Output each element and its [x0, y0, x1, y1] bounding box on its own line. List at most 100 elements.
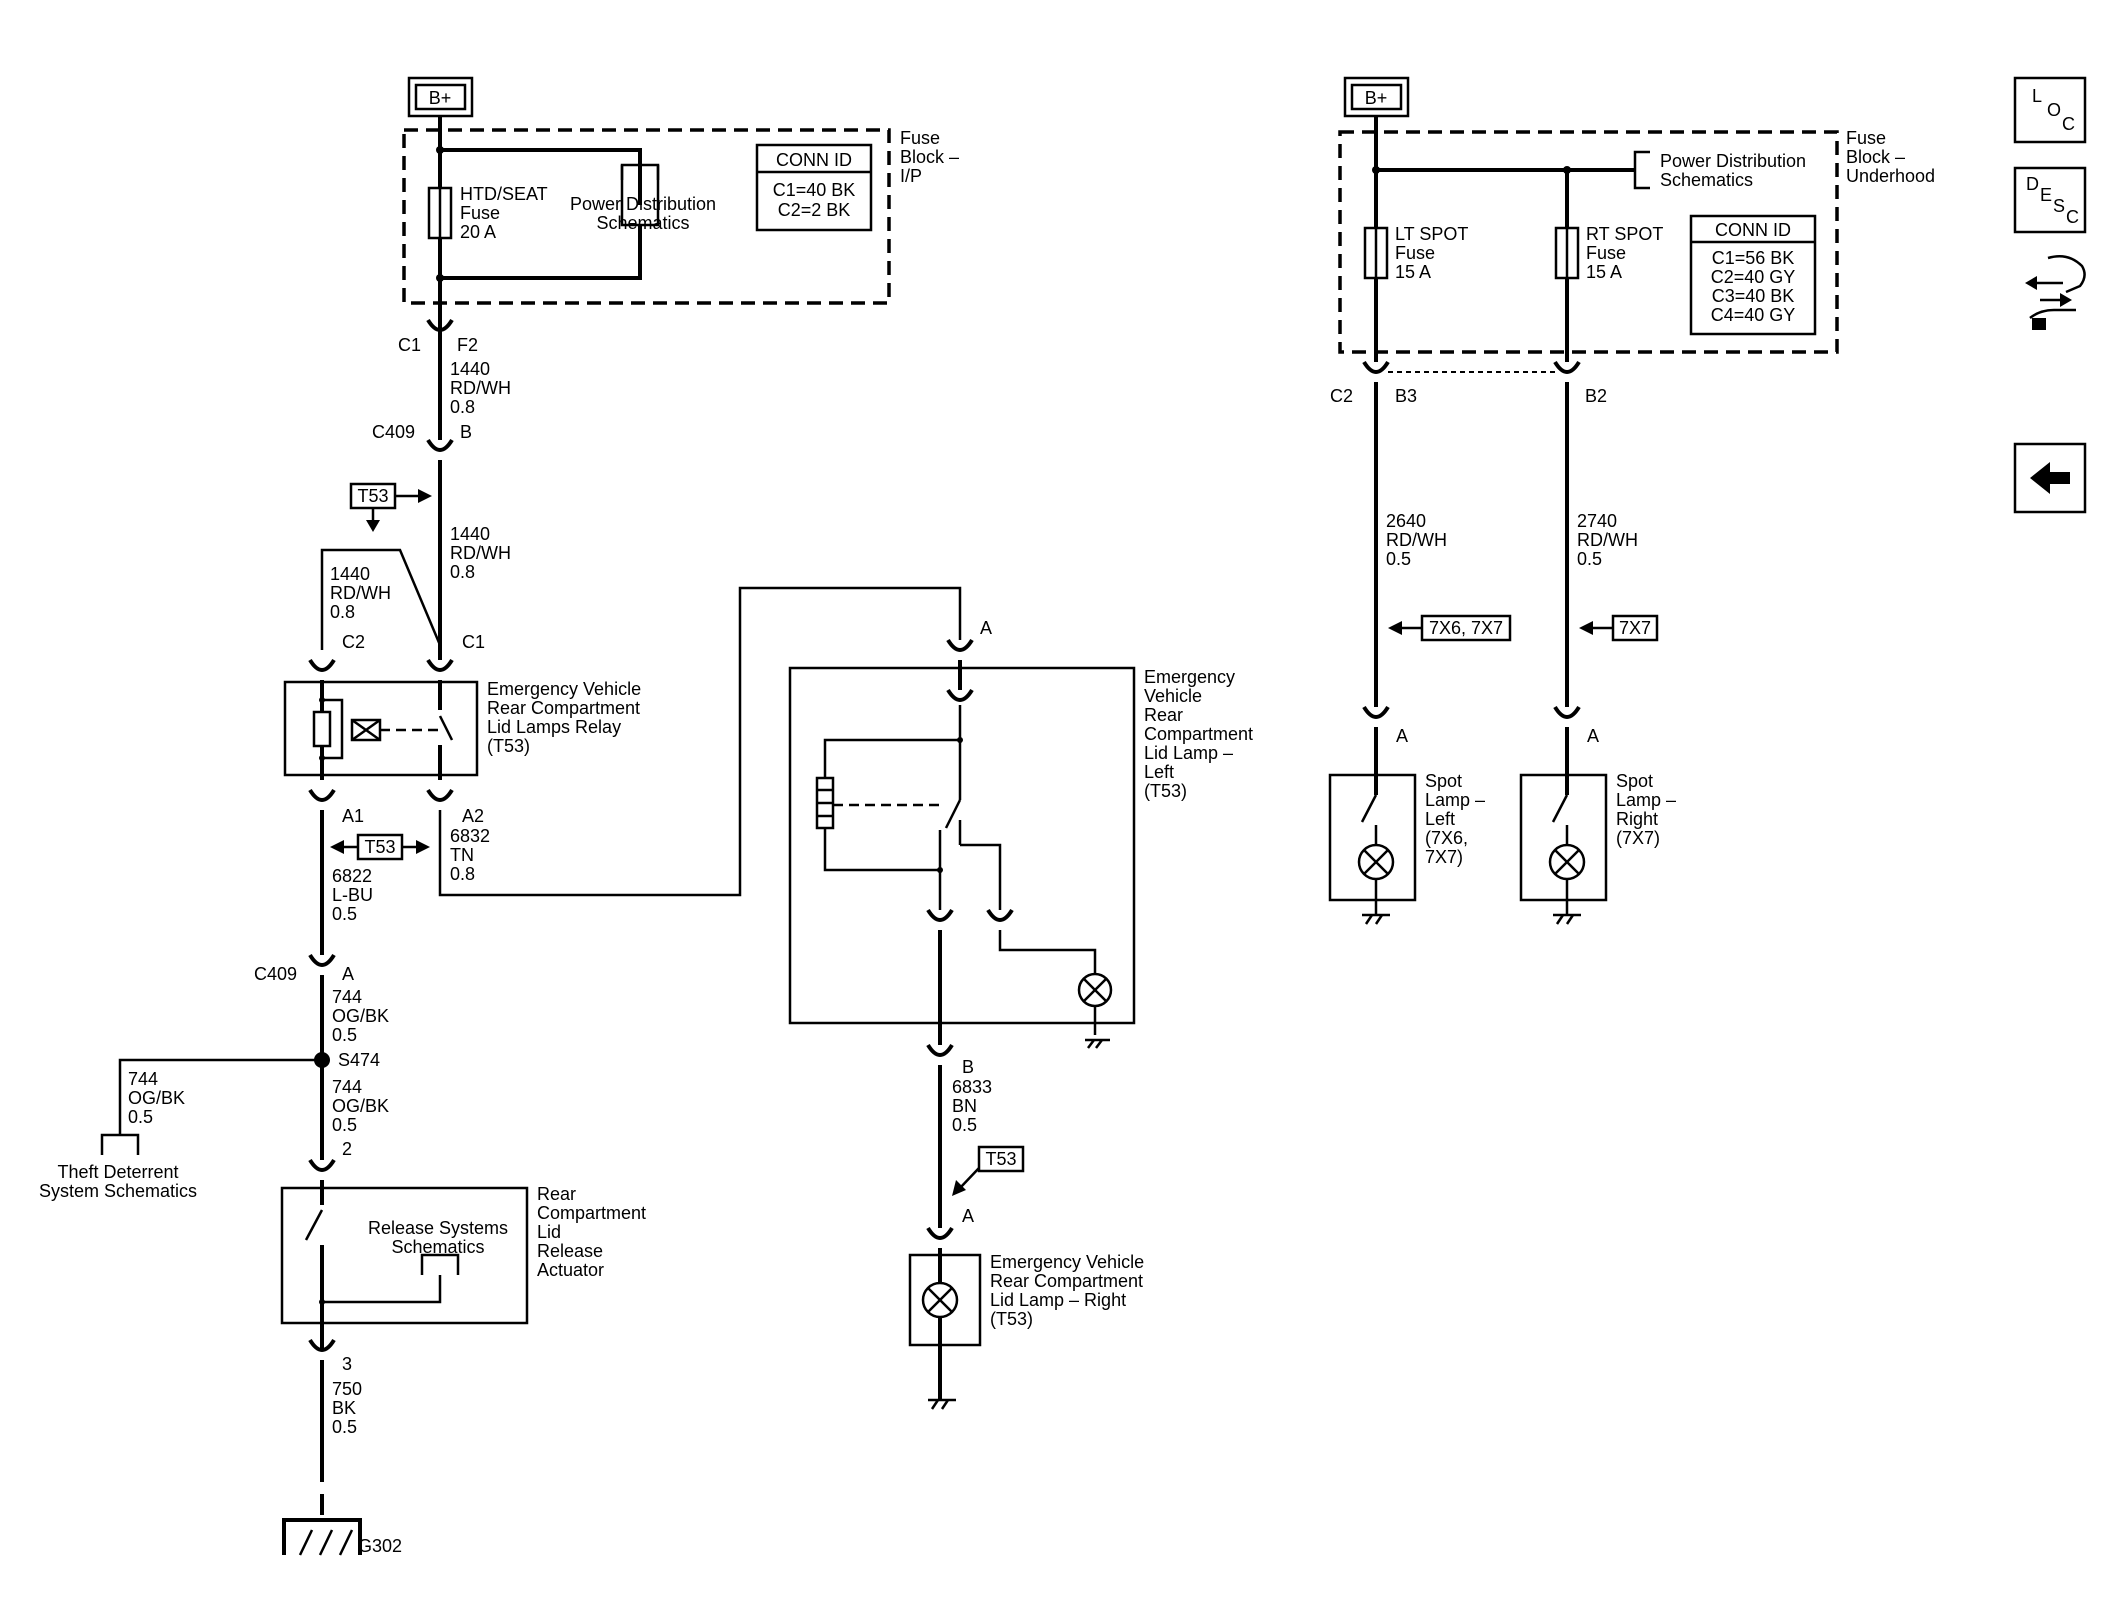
wires-w2640-0-text: 2640 — [1386, 511, 1426, 531]
wire-744-lower: 744 OG/BK 0.5 — [320, 1060, 389, 1160]
wire-6832: 6832 TN 0.8 — [438, 586, 962, 897]
wires-w750-1-text: BK — [332, 1398, 356, 1418]
fuse-block-ip-title-3: I/P — [900, 166, 922, 186]
wires-w1440-a-1-text: RD/WH — [450, 378, 511, 398]
conn-f2-label: F2 — [457, 335, 478, 355]
wires-w6833-0-text: 6833 — [952, 1077, 992, 1097]
components-spot-left-1-text: Lamp – — [1425, 790, 1485, 810]
power-label-left: B+ — [429, 88, 452, 108]
wire-744-upper: 744 OG/BK 0.5 — [320, 975, 389, 1060]
pds-uh-line1[interactable]: Power Distribution — [1660, 151, 1806, 171]
wires-w6822-0-text: 6822 — [332, 866, 372, 886]
nav-loc-0-text: L — [2032, 86, 2042, 106]
theft-schematics-line2[interactable]: System Schematics — [39, 1181, 197, 1201]
wires-w1440-c-0-text: 1440 — [330, 564, 370, 584]
components-relay-3-text: (T53) — [487, 736, 530, 756]
wire-750: 750 BK 0.5 — [320, 1360, 362, 1515]
back-arrow-icon — [2030, 462, 2070, 494]
connector-end-view-icon[interactable] — [2025, 255, 2086, 330]
conn-id-ip: CONN ID C1=40 BK C2=2 BK — [755, 143, 873, 232]
conn-c409-a-pin: A — [342, 964, 354, 984]
option-7x7: 7X7 — [1579, 614, 1659, 642]
spot-lamp-right: A Spot Lamp – Right (7X7) — [1519, 705, 1676, 925]
wires-w6833-2-text: 0.5 — [952, 1115, 977, 1135]
fuse-block-uh-conn-id-header-text: CONN ID — [1715, 220, 1791, 240]
nav-desc-1-text: E — [2040, 185, 2052, 205]
conn-c409-a-label: C409 — [254, 964, 297, 984]
wires-w744-b-2-text: 0.5 — [332, 1115, 357, 1135]
relay-component: C2 C1 Emergency Vehicle Rear Compartment… — [283, 632, 641, 826]
components-actuator-1-text: Compartment — [537, 1203, 646, 1223]
fuse-block-uh-fuse-rt-1-text: Fuse — [1586, 243, 1626, 263]
desc-button[interactable]: D E S C — [2013, 166, 2087, 234]
wire-1440-mid: 1440 RD/WH 0.8 — [438, 460, 511, 660]
components-lamp-right-3-text: (T53) — [990, 1309, 1033, 1329]
relay-a2-label: A2 — [462, 806, 484, 826]
wires-w1440-b-2-text: 0.8 — [450, 562, 475, 582]
wires-w1440-b-1-text: RD/WH — [450, 543, 511, 563]
option-t53-c: T53 — [952, 1145, 1025, 1196]
components-lamp-right-1-text: Rear Compartment — [990, 1271, 1143, 1291]
wires-w6822-2-text: 0.5 — [332, 904, 357, 924]
wire-6822: 6822 L-BU 0.5 — [320, 810, 373, 955]
conn-c409-b-label: C409 — [372, 422, 415, 442]
components-lamp-left-3-text: Compartment — [1144, 724, 1253, 744]
loc-button[interactable]: L O C — [2013, 76, 2087, 144]
fuse-block-uh-conn-id-rows-1-text: C2=40 GY — [1711, 267, 1796, 287]
release-systems-line2[interactable]: Schematics — [391, 1237, 484, 1257]
components-spot-left-0-text: Spot — [1425, 771, 1462, 791]
components-lamp-right-0-text: Emergency Vehicle — [990, 1252, 1144, 1272]
components-spot-right-2-text: Right — [1616, 809, 1658, 829]
components-actuator-2-text: Lid — [537, 1222, 561, 1242]
conn-c409-b-pin: B — [460, 422, 472, 442]
option-t53-a: T53 — [349, 482, 432, 532]
wires-w750-2-text: 0.5 — [332, 1417, 357, 1437]
relay-c2-label: C2 — [342, 632, 365, 652]
wires-w6833-1-text: BN — [952, 1096, 977, 1116]
components-spot-right-1-text: Lamp – — [1616, 790, 1676, 810]
wires-w744-b-0-text: 744 — [332, 1077, 362, 1097]
wire-6833: 6833 BN 0.5 — [938, 1065, 992, 1228]
wires-w6822-1-text: L-BU — [332, 885, 373, 905]
theft-schematics-line1[interactable]: Theft Deterrent — [57, 1162, 178, 1182]
actuator-pin-2: 2 — [342, 1139, 352, 1159]
wires-w2640-2-text: 0.5 — [1386, 549, 1411, 569]
wires-w1440-b-0-text: 1440 — [450, 524, 490, 544]
options-t53-c-text: T53 — [985, 1149, 1016, 1169]
lamp-left-pin-b: B — [962, 1057, 974, 1077]
fuse-block-ip: Fuse Block – I/P Power Distribution Sche… — [402, 116, 959, 342]
conn-id-ip-row1: C1=40 BK — [773, 180, 856, 200]
release-systems-line1[interactable]: Release Systems — [368, 1218, 508, 1238]
wires-w744-b-1-text: OG/BK — [332, 1096, 389, 1116]
wires-w744-c-2-text: 0.5 — [128, 1107, 153, 1127]
nav-desc-0-text: D — [2026, 174, 2039, 194]
conn-id-underhood: CONN ID C1=56 BK C2=40 GY C3=40 BK C4=40… — [1689, 214, 1817, 336]
wires-w6832-1-text: TN — [450, 845, 474, 865]
options-t53-a-text: T53 — [357, 486, 388, 506]
pds-uh-line2[interactable]: Schematics — [1660, 170, 1753, 190]
components-spot-right-0-text: Spot — [1616, 771, 1653, 791]
wires-w744-a-1-text: OG/BK — [332, 1006, 389, 1026]
wire-1440-top: 1440 RD/WH 0.8 — [438, 340, 511, 440]
splice-s474-label: S474 — [338, 1050, 380, 1070]
components-actuator-4-text: Actuator — [537, 1260, 604, 1280]
htd-seat-fuse-type: Fuse — [460, 203, 500, 223]
components-lamp-left-1-text: Vehicle — [1144, 686, 1202, 706]
nav-loc-2-text: C — [2062, 114, 2075, 134]
relay-c1-label: C1 — [462, 632, 485, 652]
fuse-block-uh-fuse-rt-0-text: RT SPOT — [1586, 224, 1663, 244]
components-spot-left-3-text: (7X6, — [1425, 828, 1468, 848]
wire-2740: 2740 RD/WH 0.5 — [1565, 382, 1638, 707]
wires-w6832-2-text: 0.8 — [450, 864, 475, 884]
components-relay-1-text: Rear Compartment — [487, 698, 640, 718]
back-button[interactable] — [2013, 442, 2087, 514]
power-source-left: B+ — [407, 76, 474, 118]
spot-right-pin-a: A — [1587, 726, 1599, 746]
pds-ip-line2: Schematics — [596, 213, 689, 233]
nav-loc-1-text: O — [2047, 100, 2061, 120]
actuator-pin-3: 3 — [342, 1354, 352, 1374]
wires-w744-a-2-text: 0.5 — [332, 1025, 357, 1045]
spot-left-pin-a: A — [1396, 726, 1408, 746]
components-spot-left-4-text: 7X7) — [1425, 847, 1463, 867]
lamp-left-component: A Emergency Vehicle Rear Compartment Lid… — [788, 618, 1253, 1049]
